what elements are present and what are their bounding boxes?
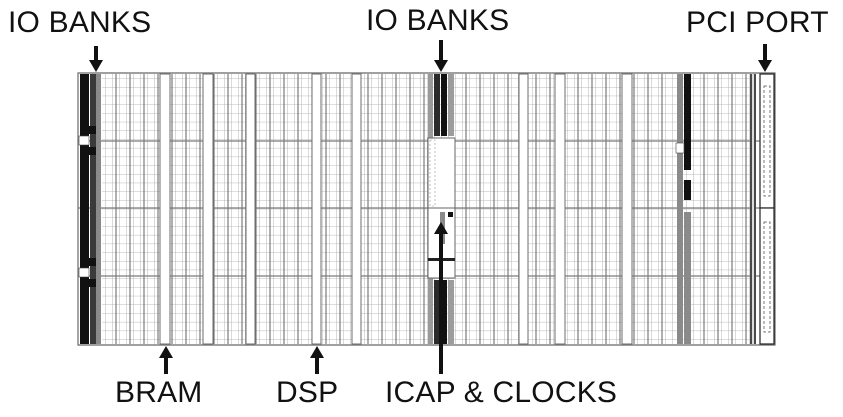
io-banks-left-label: IO BANKS	[8, 6, 152, 39]
dsp-columns	[245, 73, 529, 345]
clock-region-bands	[78, 72, 775, 346]
dsp-label: DSP	[276, 376, 339, 409]
icap-clocks-column	[427, 137, 456, 279]
bram-columns	[159, 73, 633, 345]
io-banks-center-label: IO BANKS	[366, 4, 510, 37]
arrow-icap-clocks	[434, 222, 448, 374]
arrow-io-banks-center	[434, 40, 448, 72]
io-banks-right	[675, 74, 756, 344]
arrow-pci-port	[758, 44, 772, 72]
bram-label: BRAM	[115, 376, 203, 409]
pci-port	[759, 73, 775, 345]
arrow-bram	[159, 346, 173, 374]
io-banks-left	[78, 74, 101, 344]
arrows	[89, 40, 772, 374]
icap-clocks-label: ICAP & CLOCKS	[385, 376, 618, 409]
pci-port-label: PCI PORT	[686, 6, 829, 39]
arrow-io-banks-left	[89, 46, 103, 72]
arrow-dsp	[310, 346, 324, 374]
